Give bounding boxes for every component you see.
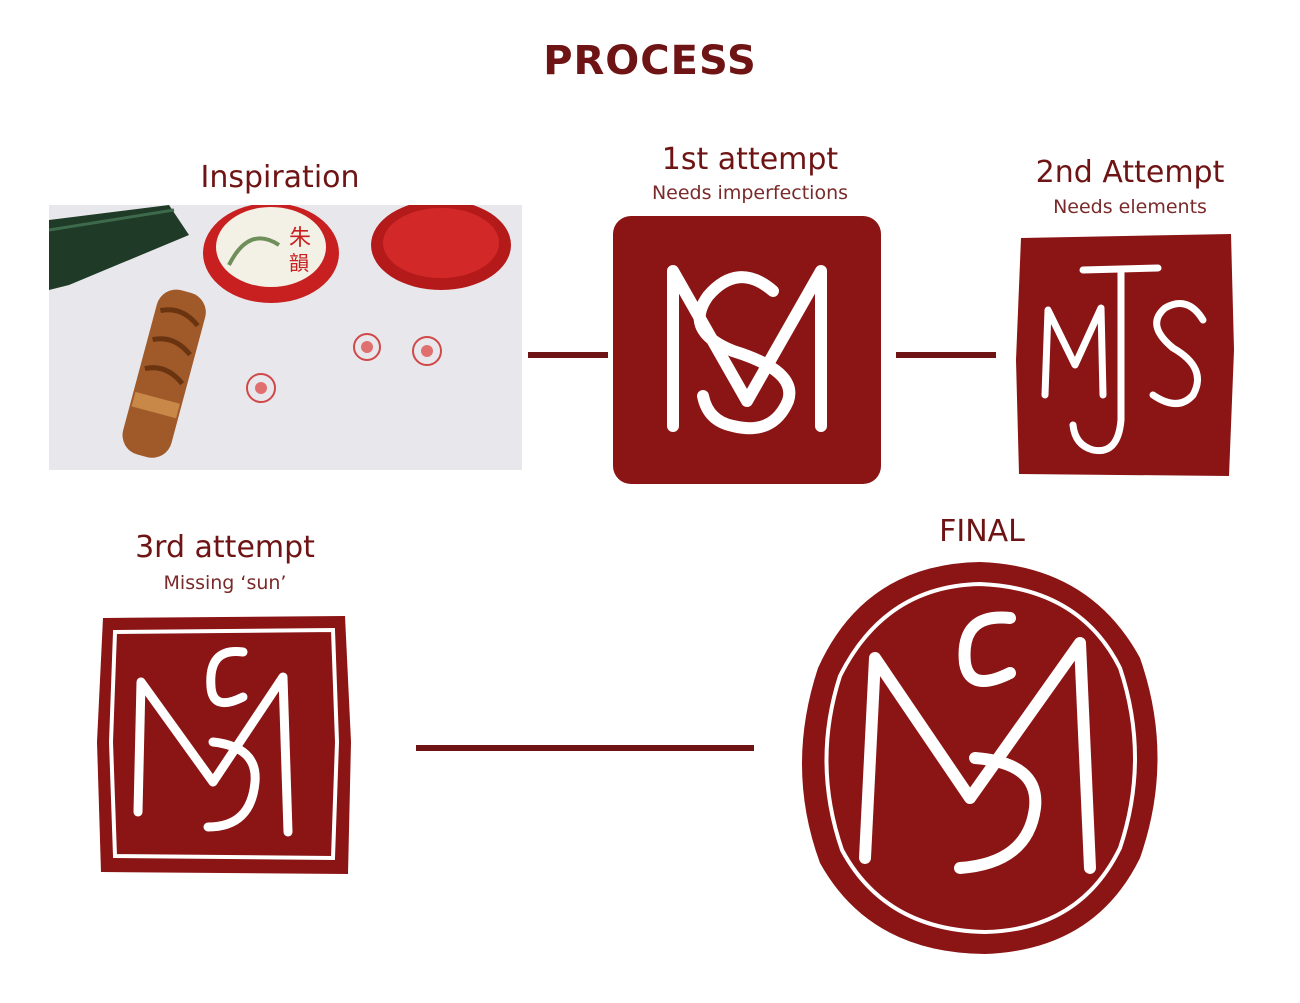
third-attempt-note: Missing ‘sun’	[163, 572, 287, 594]
page-title: PROCESS	[543, 38, 757, 84]
first-attempt-title: 1st attempt	[661, 142, 839, 177]
connector-line	[528, 352, 608, 358]
final-logo	[790, 558, 1170, 958]
first-attempt-logo	[613, 216, 881, 484]
second-attempt-title: 2nd Attempt	[1035, 155, 1225, 190]
connector-line	[416, 745, 754, 751]
second-attempt-note: Needs elements	[1053, 196, 1207, 218]
third-attempt-title: 3rd attempt	[135, 530, 315, 565]
third-attempt-logo	[93, 612, 355, 878]
inspiration-photo: 朱 韻	[49, 205, 522, 470]
final-title: FINAL	[939, 514, 1025, 549]
second-attempt-logo	[1013, 230, 1237, 480]
inspiration-title: Inspiration	[200, 160, 360, 195]
svg-text:韻: 韻	[289, 251, 309, 275]
svg-text:朱: 朱	[289, 226, 311, 251]
connector-line	[896, 352, 996, 358]
first-attempt-note: Needs imperfections	[651, 182, 849, 204]
